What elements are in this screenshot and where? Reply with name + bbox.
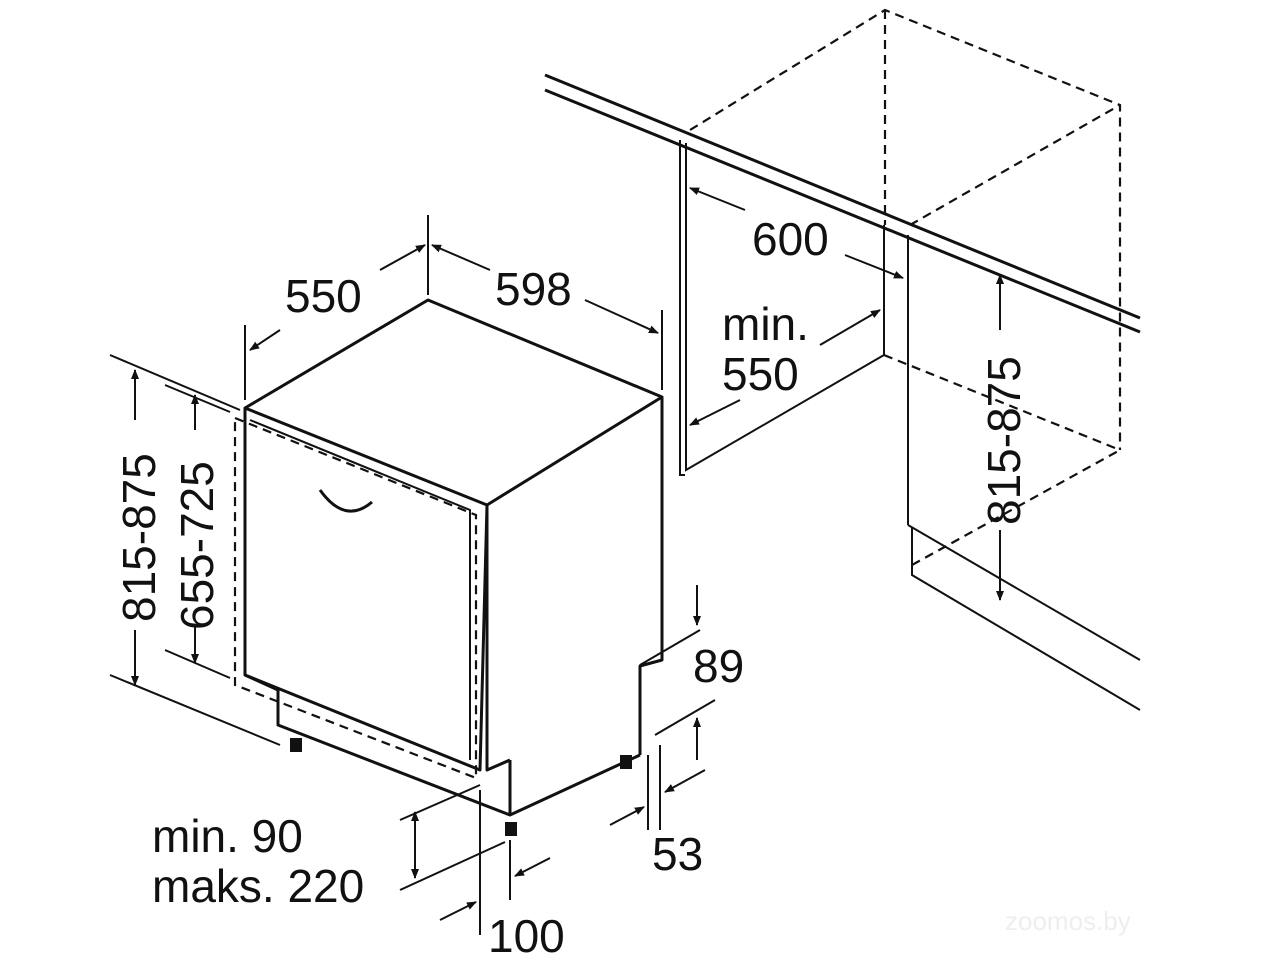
foot-offset-label: 53 [652, 828, 703, 880]
foot [505, 822, 517, 836]
watermark: zoomos.by [1005, 906, 1131, 936]
dimension-lines [109, 187, 1004, 935]
niche-depth-min-label: min. [722, 298, 809, 350]
door-handle [318, 489, 373, 513]
niche-height-label: 815-875 [978, 356, 1030, 525]
plinth-min-label: min. 90 [152, 810, 303, 862]
plinth-height-label: 89 [693, 640, 744, 692]
foot [620, 755, 632, 769]
plinth-depth-label: 100 [488, 910, 565, 960]
dishwasher-body [233, 298, 664, 836]
plinth-max-label: maks. 220 [152, 860, 364, 912]
appliance-height-label: 815-875 [113, 453, 165, 622]
width-label: 598 [495, 263, 572, 315]
niche-depth-value-label: 550 [722, 348, 799, 400]
depth-label: 550 [285, 270, 362, 322]
foot [290, 738, 302, 752]
niche-cabinet [544, 8, 1141, 711]
door-height-label: 655-725 [171, 461, 223, 630]
niche-width-label: 600 [752, 213, 829, 265]
